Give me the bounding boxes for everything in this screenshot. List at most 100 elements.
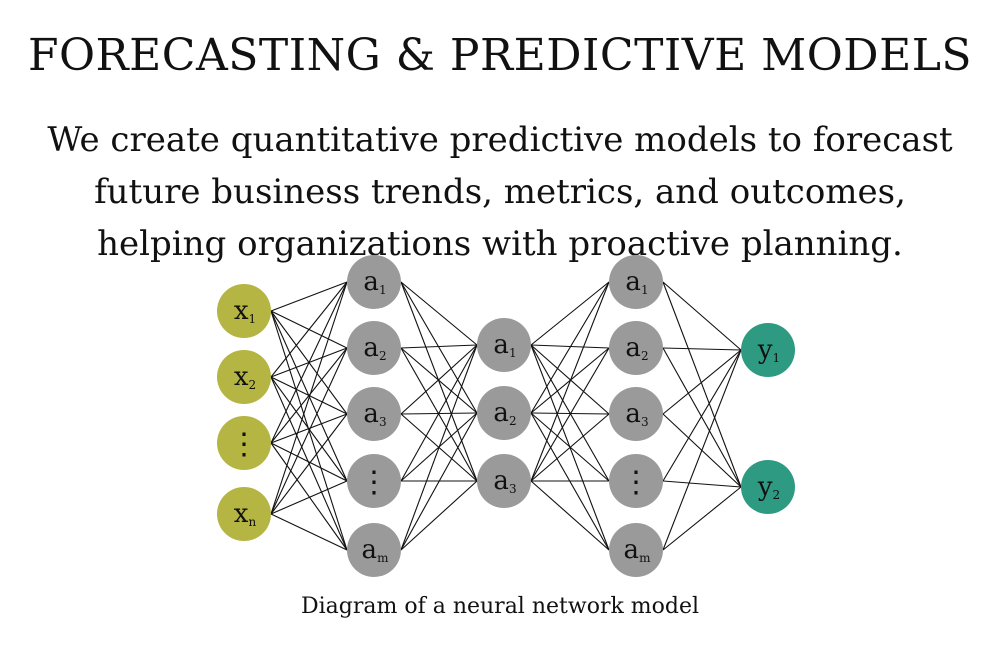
node-circle (217, 487, 271, 541)
node-circle (217, 416, 271, 470)
edge-hidden-1-4-to-hidden-2-1 (400, 344, 478, 482)
node-circle (217, 350, 271, 404)
node-circle (609, 454, 663, 508)
node-hidden-1-4: ⋮ (347, 454, 401, 508)
node-circle (741, 460, 795, 514)
node-label: a2 (363, 333, 386, 363)
node-circle (347, 387, 401, 441)
edge-input-2-to-hidden-1-1 (270, 281, 348, 378)
node-hidden-2-1: a1 (477, 318, 531, 372)
edge-hidden-2-1-to-hidden-3-1 (530, 281, 610, 346)
node-label: a1 (493, 330, 516, 360)
edge-hidden-1-5-to-hidden-2-1 (400, 344, 478, 551)
network-nodes: x1 x2 ⋮ xn a1 a2 a3 ⋮ am a1 a2 a3 a1 a2 a3 ⋮ am y1 y2 (217, 255, 795, 577)
edge-hidden-2-3-to-hidden-3-5 (530, 480, 610, 551)
node-label: a2 (625, 333, 648, 363)
edge-input-1-to-hidden-1-1 (270, 281, 348, 312)
node-label: a1 (363, 267, 386, 297)
node-hidden-1-1: a1 (347, 255, 401, 309)
edge-hidden-3-5-to-output-1 (662, 349, 742, 551)
node-label: y2 (757, 472, 780, 502)
edge-input-3-to-hidden-1-5 (270, 442, 348, 551)
node-circle (609, 255, 663, 309)
node-hidden-1-3: a3 (347, 387, 401, 441)
node-hidden-3-1: a1 (609, 255, 663, 309)
node-hidden-2-2: a2 (477, 386, 531, 440)
node-label: ⋮ (229, 427, 259, 462)
edge-hidden-3-4-to-output-2 (662, 480, 742, 488)
node-input-3: ⋮ (217, 416, 271, 470)
node-circle (609, 321, 663, 375)
node-circle (741, 323, 795, 377)
node-label: a2 (493, 398, 516, 428)
node-circle (477, 454, 531, 508)
network-edges (270, 281, 742, 551)
node-label: ⋮ (359, 465, 389, 500)
edge-input-4-to-hidden-1-5 (270, 513, 348, 551)
edge-hidden-2-3-to-hidden-3-1 (530, 281, 610, 482)
node-circle (347, 454, 401, 508)
edge-hidden-2-2-to-hidden-3-1 (530, 281, 610, 414)
node-label: a3 (493, 466, 516, 496)
edge-hidden-1-2-to-hidden-2-1 (400, 344, 478, 349)
edge-input-3-to-hidden-1-2 (270, 347, 348, 444)
node-label: a3 (625, 399, 648, 429)
edge-input-4-to-hidden-1-1 (270, 281, 348, 515)
diagram-caption: Diagram of a neural network model (300, 594, 700, 619)
edge-input-3-to-hidden-1-3 (270, 413, 348, 444)
node-label: xn (234, 499, 257, 529)
edge-hidden-1-1-to-hidden-2-1 (400, 281, 478, 346)
node-hidden-1-5: am (347, 523, 401, 577)
edge-hidden-3-3-to-output-1 (662, 349, 742, 415)
edge-input-3-to-hidden-1-1 (270, 281, 348, 444)
node-label: x2 (234, 362, 256, 392)
edge-hidden-3-2-to-output-2 (662, 347, 742, 488)
node-circle (347, 321, 401, 375)
node-label: ⋮ (621, 465, 651, 500)
node-input-2: x2 (217, 350, 271, 404)
edge-hidden-3-2-to-output-1 (662, 347, 742, 351)
node-label: am (624, 535, 652, 565)
node-circle (609, 523, 663, 577)
node-output-1: y1 (741, 323, 795, 377)
node-hidden-3-3: a3 (609, 387, 663, 441)
edge-hidden-3-1-to-output-1 (662, 281, 742, 351)
node-label: a3 (363, 399, 386, 429)
node-label: y1 (757, 335, 780, 365)
node-circle (347, 523, 401, 577)
node-circle (347, 255, 401, 309)
node-input-4: xn (217, 487, 271, 541)
description-text: We create quantitative predictive models… (47, 120, 953, 264)
edge-hidden-3-5-to-output-2 (662, 486, 742, 551)
edge-input-4-to-hidden-1-2 (270, 347, 348, 515)
edge-hidden-2-1-to-hidden-3-3 (530, 344, 610, 415)
edge-hidden-1-2-to-hidden-2-2 (400, 347, 478, 414)
edge-hidden-1-5-to-hidden-2-2 (400, 412, 478, 551)
node-circle (609, 387, 663, 441)
node-circle (477, 318, 531, 372)
edge-hidden-3-4-to-output-1 (662, 349, 742, 482)
edge-hidden-2-3-to-hidden-3-3 (530, 413, 610, 482)
edge-hidden-1-1-to-hidden-2-2 (400, 281, 478, 414)
node-label: x1 (234, 296, 256, 326)
edge-hidden-1-2-to-hidden-2-3 (400, 347, 478, 482)
node-label: a1 (625, 267, 648, 297)
edge-input-4-to-hidden-1-4 (270, 480, 348, 515)
node-circle (217, 284, 271, 338)
page-title: FORECASTING & PREDICTIVE MODELS (27, 30, 973, 81)
node-hidden-2-3: a3 (477, 454, 531, 508)
node-hidden-3-2: a2 (609, 321, 663, 375)
edge-hidden-1-5-to-hidden-2-3 (400, 480, 478, 551)
edge-hidden-2-3-to-hidden-3-2 (530, 347, 610, 482)
node-circle (477, 386, 531, 440)
node-label: am (362, 535, 390, 565)
edge-hidden-1-1-to-hidden-2-3 (400, 281, 478, 482)
node-hidden-3-4: ⋮ (609, 454, 663, 508)
node-hidden-1-2: a2 (347, 321, 401, 375)
edge-hidden-1-3-to-hidden-2-1 (400, 344, 478, 415)
node-input-1: x1 (217, 284, 271, 338)
node-output-2: y2 (741, 460, 795, 514)
edge-input-3-to-hidden-1-4 (270, 442, 348, 482)
